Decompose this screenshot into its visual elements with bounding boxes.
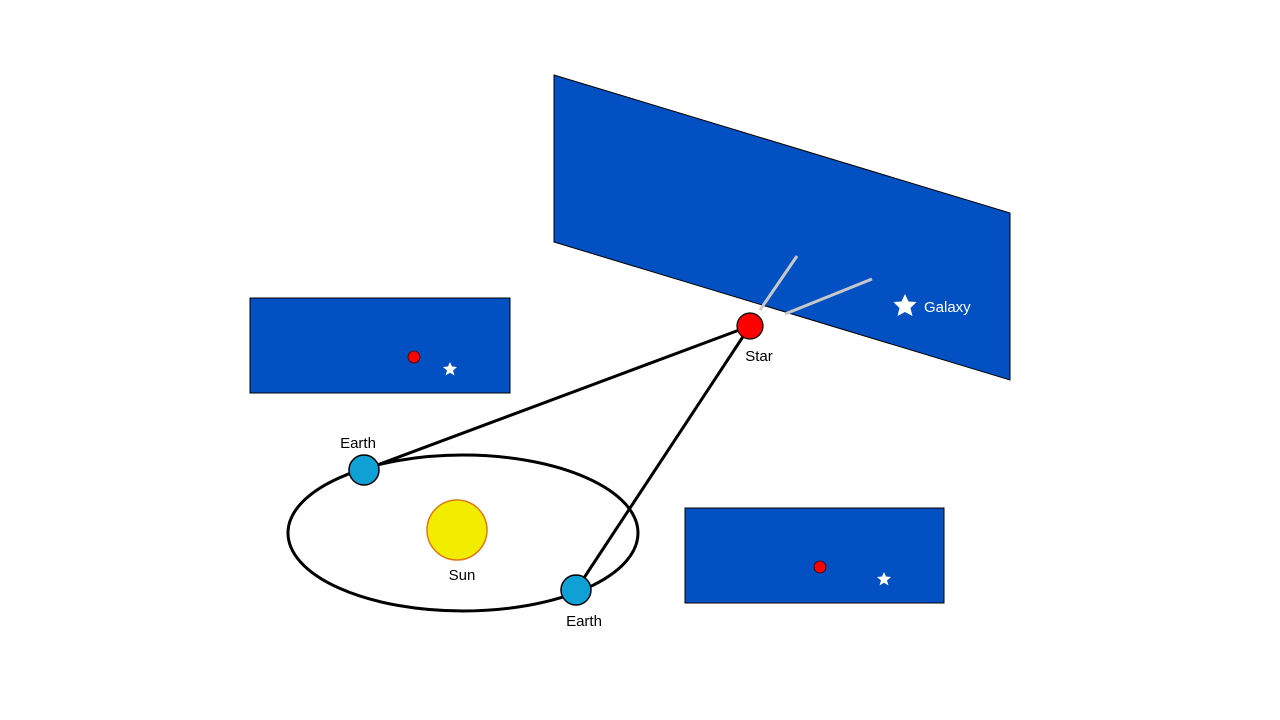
earth-orbit <box>286 453 640 613</box>
star-icon <box>736 312 764 340</box>
projection-ray-2 <box>784 277 873 316</box>
star-label: Star <box>745 348 773 365</box>
sun-icon <box>426 499 488 561</box>
view-galaxy-star-icon <box>877 572 891 586</box>
sight-line-bottom <box>574 325 752 591</box>
earth-icon <box>348 454 380 486</box>
earth-label-top: Earth <box>340 435 376 452</box>
galaxy-label: Galaxy <box>924 299 971 316</box>
sight-line-top <box>363 324 751 472</box>
galaxy-star-icon <box>893 294 917 316</box>
earth-label-bottom: Earth <box>566 613 602 630</box>
view-panel-top-earth <box>249 297 511 394</box>
view-star-dot <box>813 560 827 574</box>
view-galaxy-star-icon <box>443 362 457 376</box>
projection-ray-1 <box>758 255 799 311</box>
earth-icon <box>560 574 592 606</box>
sun-label: Sun <box>449 567 476 584</box>
view-panel-bottom-earth <box>684 507 945 604</box>
view-star-dot <box>407 350 421 364</box>
background-sky-panel <box>553 74 1011 381</box>
